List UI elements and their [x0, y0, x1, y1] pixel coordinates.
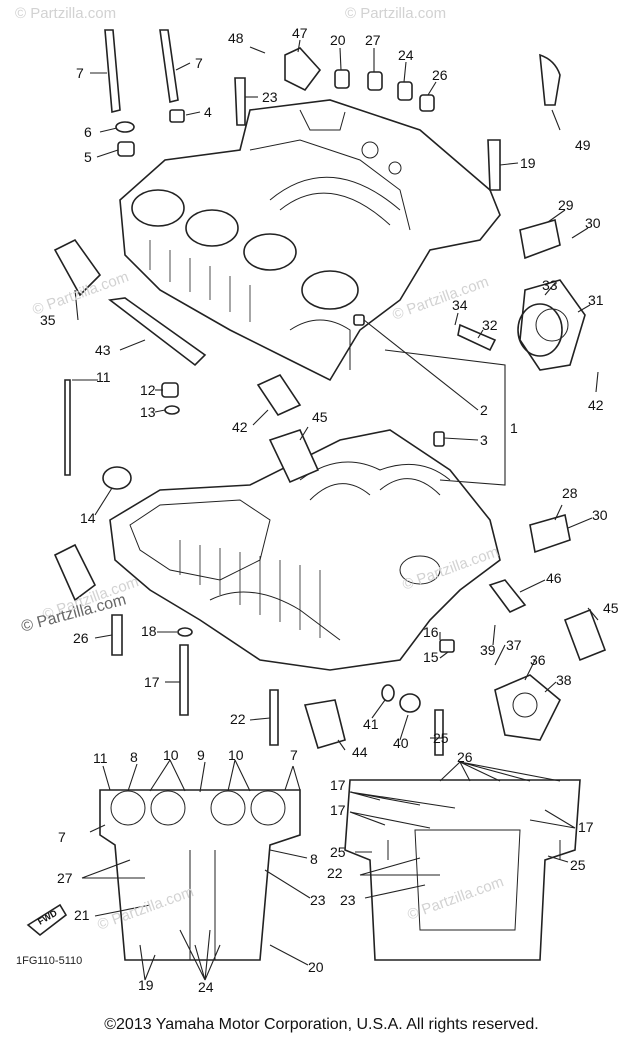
- callout-34: 34: [452, 297, 468, 313]
- callout-21: 21: [74, 907, 90, 923]
- callout-18: 18: [141, 623, 157, 639]
- small-parts: [53, 29, 607, 756]
- callout-45: 45: [312, 409, 328, 425]
- callout-20: 20: [330, 32, 346, 48]
- copyright-notice: ©2013 Yamaha Motor Corporation, U.S.A. A…: [104, 1016, 539, 1033]
- callout-15: 15: [423, 649, 439, 665]
- callout-37: 37: [506, 637, 522, 653]
- callout-23: 23: [310, 892, 326, 908]
- callout-6: 6: [84, 124, 92, 140]
- bolt-pattern-views: FWD: [26, 779, 581, 961]
- lower-crankcase: [109, 429, 501, 671]
- callout-4: 4: [204, 104, 212, 120]
- callout-22: 22: [230, 711, 246, 727]
- callout-38: 38: [556, 672, 572, 688]
- callout-7: 7: [290, 747, 298, 763]
- callout-17: 17: [330, 802, 346, 818]
- callout-10: 10: [228, 747, 244, 763]
- callout-39: 39: [480, 642, 496, 658]
- callout-31: 31: [588, 292, 604, 308]
- callout-33: 33: [542, 277, 558, 293]
- callout-11: 11: [96, 369, 111, 385]
- callout-26: 26: [73, 630, 89, 646]
- callout-8: 8: [310, 851, 318, 867]
- callout-1: 1: [510, 420, 518, 436]
- callout-7: 7: [195, 55, 203, 71]
- bottom-code: 1FG110-5110: [16, 955, 83, 967]
- callout-30: 30: [592, 507, 608, 523]
- callout-41: 41: [363, 716, 379, 732]
- fwd-arrow: FWD: [26, 903, 68, 937]
- callout-16: 16: [423, 624, 439, 640]
- callout-48: 48: [228, 30, 244, 46]
- callout-25: 25: [570, 857, 586, 873]
- callout-20: 20: [308, 959, 324, 975]
- callout-26: 26: [432, 67, 448, 83]
- callout-12: 12: [140, 382, 156, 398]
- callout-14: 14: [80, 510, 96, 526]
- callout-8: 8: [130, 749, 138, 765]
- callout-42: 42: [588, 397, 604, 413]
- callout-28: 28: [562, 485, 578, 501]
- callout-25: 25: [330, 844, 346, 860]
- callout-23: 23: [340, 892, 356, 908]
- callout-19: 19: [138, 977, 154, 993]
- callout-11: 11: [93, 750, 108, 766]
- callout-7: 7: [58, 829, 66, 845]
- callout-27: 27: [365, 32, 381, 48]
- callout-23: 23: [262, 89, 278, 105]
- callout-45: 45: [603, 600, 619, 616]
- callout-32: 32: [482, 317, 498, 333]
- callout-9: 9: [197, 747, 205, 763]
- callout-24: 24: [398, 47, 414, 63]
- callout-26: 26: [457, 749, 473, 765]
- callout-47: 47: [292, 25, 308, 41]
- watermark: © Partzilla.com: [15, 5, 117, 22]
- callout-17: 17: [578, 819, 594, 835]
- callout-5: 5: [84, 149, 92, 165]
- callout-40: 40: [393, 735, 409, 751]
- callout-44: 44: [352, 744, 368, 760]
- callout-17: 17: [144, 674, 160, 690]
- callout-25: 25: [433, 730, 449, 746]
- callout-19: 19: [520, 155, 536, 171]
- callout-10: 10: [163, 747, 179, 763]
- callout-46: 46: [546, 570, 562, 586]
- callout-7: 7: [76, 65, 84, 81]
- callout-43: 43: [95, 342, 111, 358]
- callout-29: 29: [558, 197, 574, 213]
- watermark: © Partzilla.com: [345, 5, 447, 22]
- callout-49: 49: [575, 137, 591, 153]
- callout-36: 36: [530, 652, 546, 668]
- callout-42: 42: [232, 419, 248, 435]
- callout-2: 2: [480, 402, 488, 418]
- callout-3: 3: [480, 432, 488, 448]
- leader-lines: [72, 39, 599, 981]
- callout-13: 13: [140, 404, 156, 420]
- upper-crankcase: [119, 99, 501, 382]
- callout-17: 17: [330, 777, 346, 793]
- callout-22: 22: [327, 865, 343, 881]
- callout-35: 35: [40, 312, 56, 328]
- callout-24: 24: [198, 979, 214, 995]
- callout-27: 27: [57, 870, 73, 886]
- callout-30: 30: [585, 215, 601, 231]
